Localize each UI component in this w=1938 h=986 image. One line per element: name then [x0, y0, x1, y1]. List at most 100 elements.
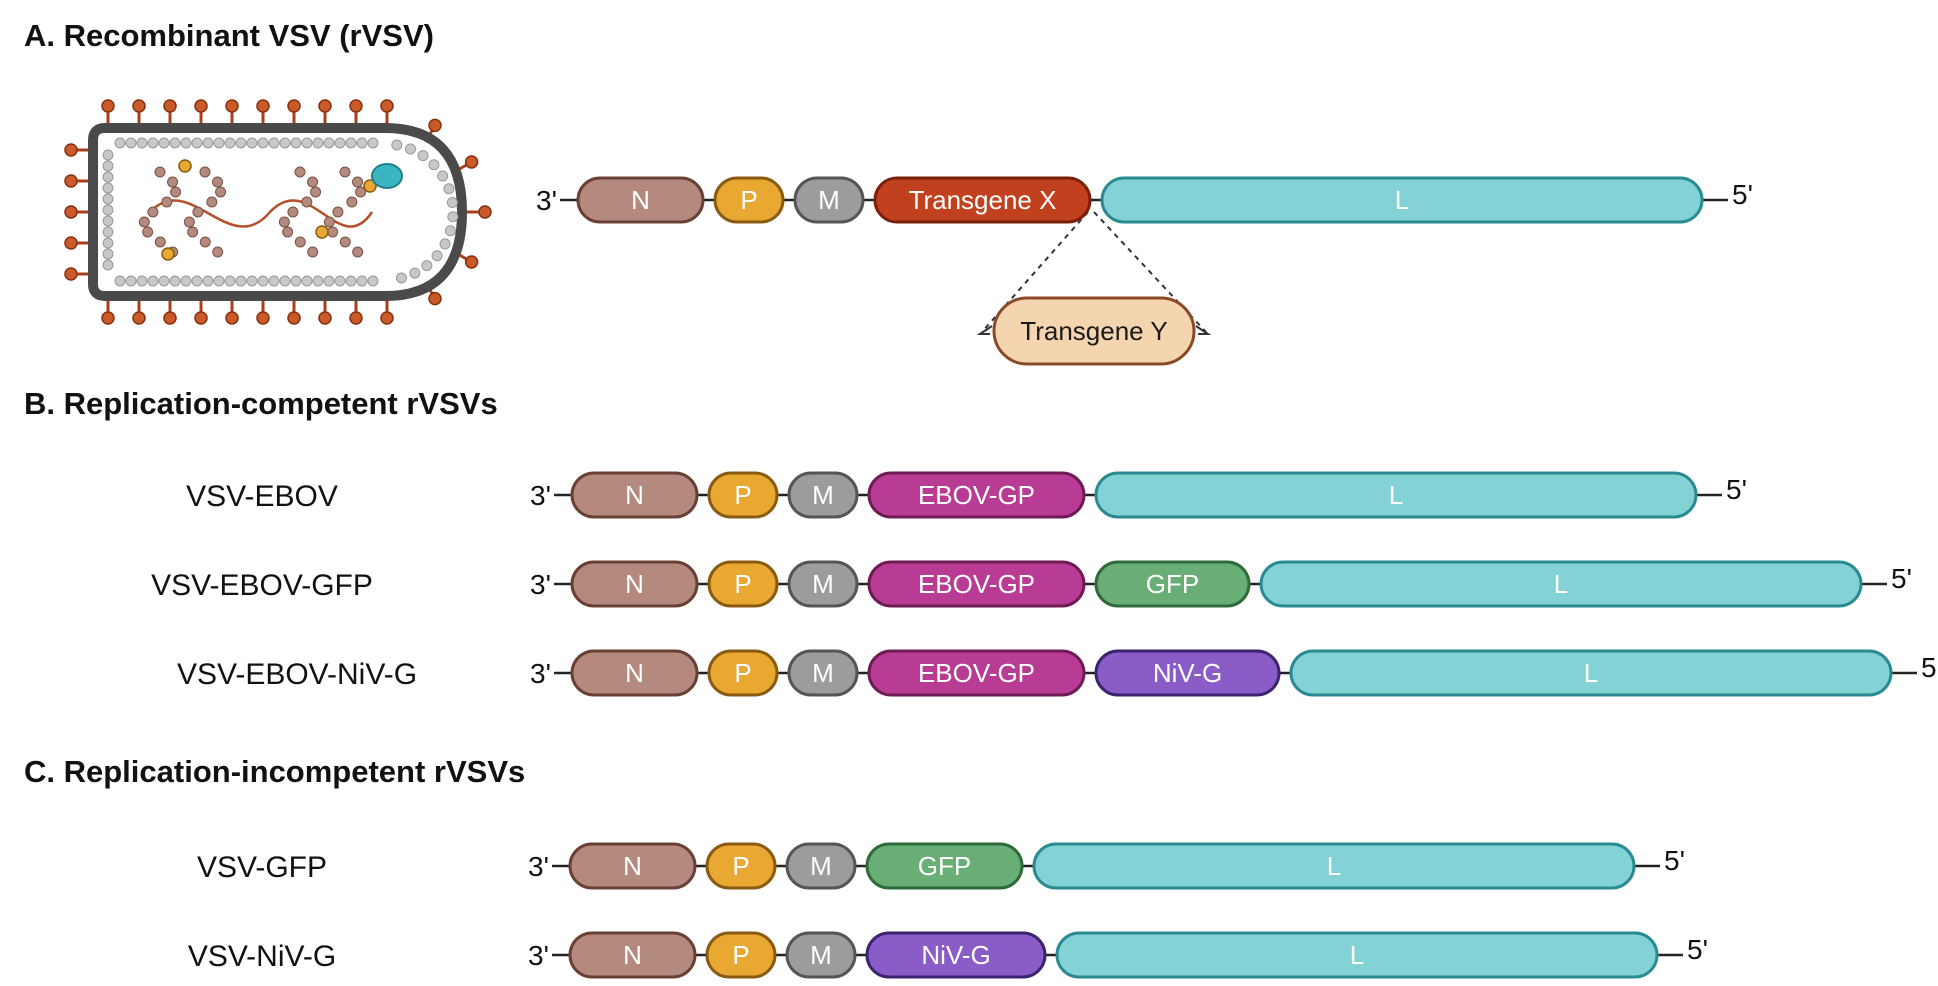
- matrix-dot: [301, 137, 313, 149]
- matrix-dot: [323, 275, 335, 287]
- gene-p-label: P: [732, 940, 749, 970]
- nucleoprotein-bead: [339, 236, 351, 248]
- matrix-dot: [136, 137, 148, 149]
- matrix-dot: [439, 238, 451, 250]
- gene-niv-g-label: NiV-G: [1153, 658, 1222, 688]
- nucleoprotein-bead: [332, 206, 344, 218]
- matrix-dot: [323, 137, 335, 149]
- section-c-title: C. Replication-incompetent rVSVs: [24, 754, 525, 789]
- gene-n-label: N: [625, 569, 644, 599]
- matrix-dot: [268, 137, 280, 149]
- gene-p-segment: [707, 471, 779, 519]
- gene-n-segment: [570, 560, 699, 608]
- matrix-dot: [102, 226, 114, 238]
- gene-p-label: P: [734, 658, 751, 688]
- matrix-dot: [158, 137, 170, 149]
- matrix-dot: [102, 160, 114, 172]
- gene-gfp-label: GFP: [918, 851, 971, 881]
- gene-gfp-segment: [865, 842, 1024, 890]
- gene-niv-g-segment: [1094, 649, 1281, 697]
- three-prime-end: 3': [528, 940, 549, 971]
- insertion-bracket-left: [976, 325, 993, 335]
- gene-l-segment: [1289, 649, 1893, 697]
- nucleoprotein-bead: [282, 226, 294, 238]
- glycoprotein-spike: [194, 300, 208, 325]
- nucleoprotein-bead: [154, 166, 166, 178]
- nucleoprotein-bead: [352, 246, 364, 258]
- gene-n-segment: [570, 649, 699, 697]
- matrix-dot: [125, 137, 137, 149]
- three-prime-end: 3': [536, 185, 557, 216]
- matrix-protein-layer: [102, 137, 459, 287]
- glycoprotein-spike: [380, 99, 394, 124]
- matrix-dot: [180, 137, 192, 149]
- matrix-dot: [367, 275, 379, 287]
- gene-p-segment: [707, 649, 779, 697]
- glycoprotein-spike: [194, 99, 208, 124]
- three-prime-end: 3': [530, 658, 551, 689]
- matrix-dot: [191, 275, 203, 287]
- nucleoprotein-bead: [212, 176, 224, 188]
- gene-transgene-x-label: Transgene X: [909, 185, 1057, 215]
- nucleoprotein-bead: [192, 206, 204, 218]
- matrix-dot: [431, 250, 443, 262]
- matrix-dot: [102, 171, 114, 183]
- matrix-dot: [395, 272, 407, 284]
- matrix-dot: [147, 137, 159, 149]
- glycoprotein-spike: [467, 205, 492, 219]
- glycoprotein-spike: [101, 99, 115, 124]
- five-prime-end: 5': [1687, 934, 1708, 965]
- gene-gfp-segment: [1094, 560, 1251, 608]
- gene-niv-g-segment: [865, 931, 1047, 979]
- nucleoprotein-bead: [307, 246, 319, 258]
- nucleoprotein-bead: [161, 196, 173, 208]
- glycoprotein-spike: [287, 300, 301, 325]
- matrix-dot: [257, 137, 269, 149]
- matrix-dot: [224, 137, 236, 149]
- matrix-dot: [367, 137, 379, 149]
- gene-m-label: M: [810, 851, 832, 881]
- nucleoprotein-bead: [339, 166, 351, 178]
- glycoprotein-spike: [163, 300, 177, 325]
- phosphoprotein-dot: [363, 179, 377, 193]
- construct-label-vsv-gfp: VSV-GFP: [197, 851, 327, 884]
- gene-m-label: M: [812, 480, 834, 510]
- glycoprotein-spike: [64, 174, 89, 188]
- gene-m-label: M: [812, 658, 834, 688]
- glycoprotein-spike: [349, 99, 363, 124]
- transgene-y-segment: [992, 296, 1196, 366]
- matrix-dot: [246, 275, 258, 287]
- nucleoprotein-bead: [183, 216, 195, 228]
- gene-m-segment: [787, 560, 859, 608]
- glycoprotein-spike: [318, 300, 332, 325]
- construct-label-vsv-ebov: VSV-EBOV: [186, 480, 338, 513]
- vsv-virion-illustration: [64, 99, 492, 325]
- polymerase-icon: [371, 163, 403, 189]
- nucleoprotein-bead: [167, 176, 179, 188]
- gene-l-segment: [1094, 471, 1698, 519]
- nucleoprotein-bead: [287, 206, 299, 218]
- nucleoprotein-bead: [352, 176, 364, 188]
- glycoprotein-spike: [256, 300, 270, 325]
- gene-l-label: L: [1389, 480, 1403, 510]
- glycoprotein-spike: [318, 99, 332, 124]
- gene-p-label: P: [734, 569, 751, 599]
- nucleoprotein-bead: [142, 226, 154, 238]
- matrix-dot: [158, 275, 170, 287]
- gene-p-segment: [713, 176, 785, 224]
- matrix-dot: [246, 137, 258, 149]
- glycoprotein-spike: [101, 300, 115, 325]
- three-prime-end: 3': [530, 569, 551, 600]
- nucleoprotein-bead: [278, 216, 290, 228]
- matrix-dot: [428, 159, 440, 171]
- matrix-dot: [417, 150, 429, 162]
- transgene-y-insertion: Transgene Y: [976, 211, 1212, 366]
- matrix-dot: [437, 170, 449, 182]
- gene-l-label: L: [1395, 185, 1409, 215]
